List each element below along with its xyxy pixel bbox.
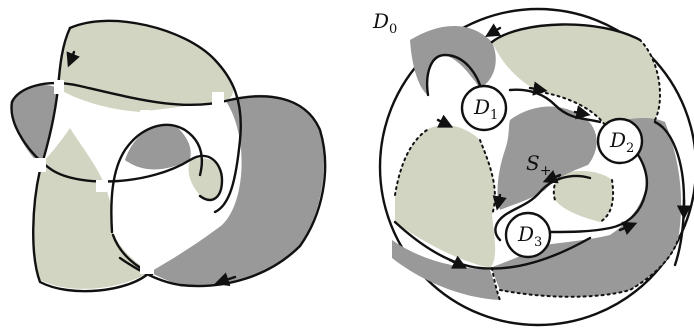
left-knot-panel: [11, 21, 325, 291]
right-disk-panel: D0 D1 D2 D3 S+: [372, 9, 694, 325]
left-dark-region-center: [125, 125, 191, 169]
left-dark-region-right: [150, 95, 324, 286]
left-light-region-top: [58, 21, 233, 112]
outer-disk-label: D0: [372, 9, 397, 37]
